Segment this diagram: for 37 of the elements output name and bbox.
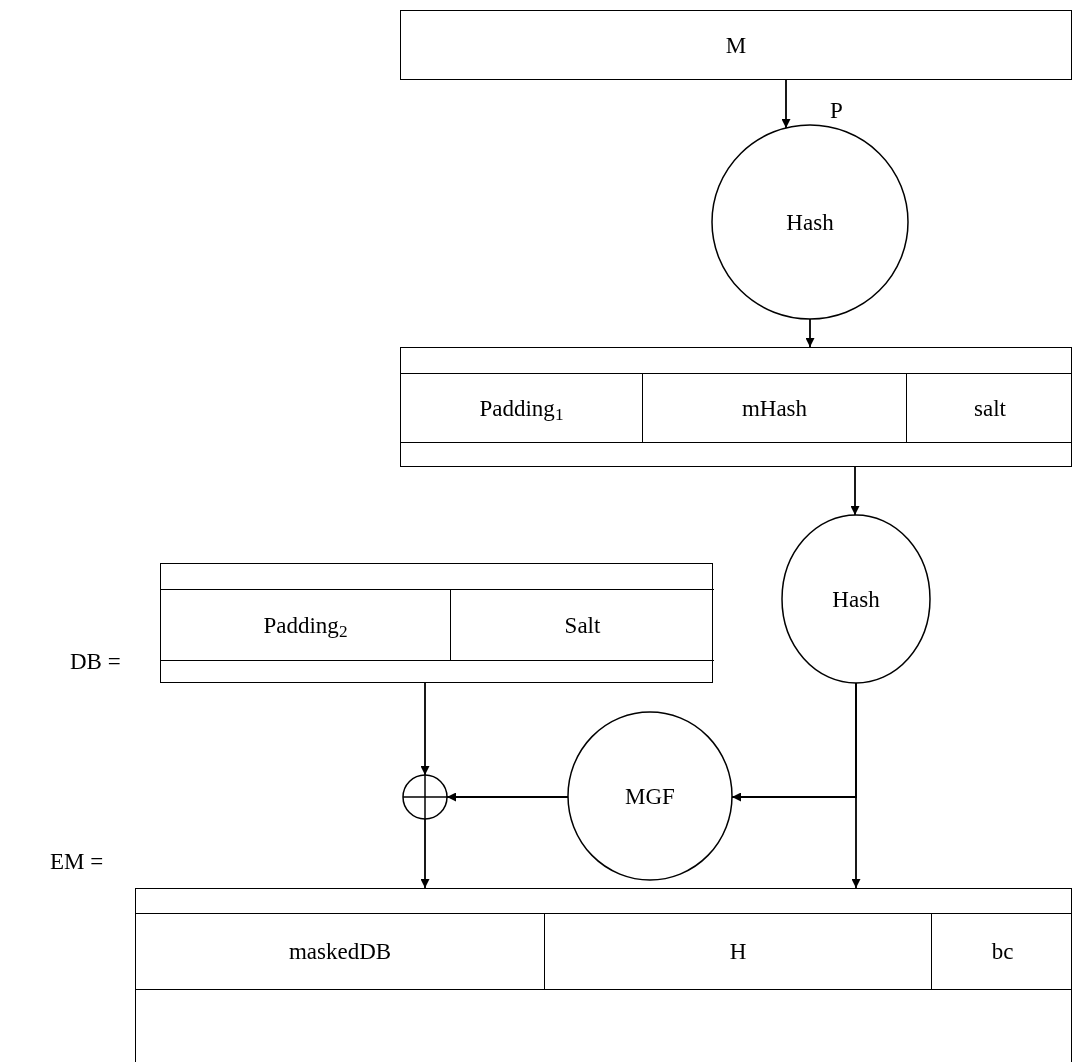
xor-symbol [403, 775, 447, 819]
field-cell [136, 913, 544, 990]
field-cell [401, 373, 642, 443]
arrow [446, 792, 569, 802]
node-label: Padding$_{1}$ [479, 396, 564, 420]
mgf-ellipse [568, 712, 732, 880]
node-label: M [725, 33, 747, 57]
message-box [400, 10, 1072, 80]
node-label: salt [974, 396, 1006, 420]
node-label: Salt [564, 613, 601, 637]
node-label: Hash [786, 210, 834, 234]
field-cell [450, 589, 714, 661]
arrow [850, 466, 860, 516]
node-label: mHash [741, 396, 808, 420]
hash-ellipse [782, 515, 930, 683]
arrow [420, 682, 430, 776]
field-cell [642, 373, 906, 443]
field-cell [544, 913, 931, 990]
field-cell [161, 589, 450, 661]
node-label: Padding$_{2}$ [263, 613, 348, 637]
field-cell [906, 373, 1072, 443]
block-box [135, 888, 1072, 1062]
block-box [160, 563, 713, 683]
arrow [420, 818, 430, 889]
row-label: DB = [70, 650, 121, 673]
node-label: bc [991, 940, 1014, 963]
node-label: maskedDB [288, 940, 392, 963]
row-label: EM = [50, 850, 104, 873]
arrow [781, 79, 791, 129]
node-label: Hash [832, 587, 880, 611]
hash-circle [712, 125, 908, 319]
field-cell [931, 913, 1072, 990]
arrow [805, 318, 815, 348]
block-box [400, 347, 1072, 467]
node-label: MGF [625, 784, 675, 808]
node-label: H [729, 940, 747, 963]
arrow [851, 682, 861, 889]
